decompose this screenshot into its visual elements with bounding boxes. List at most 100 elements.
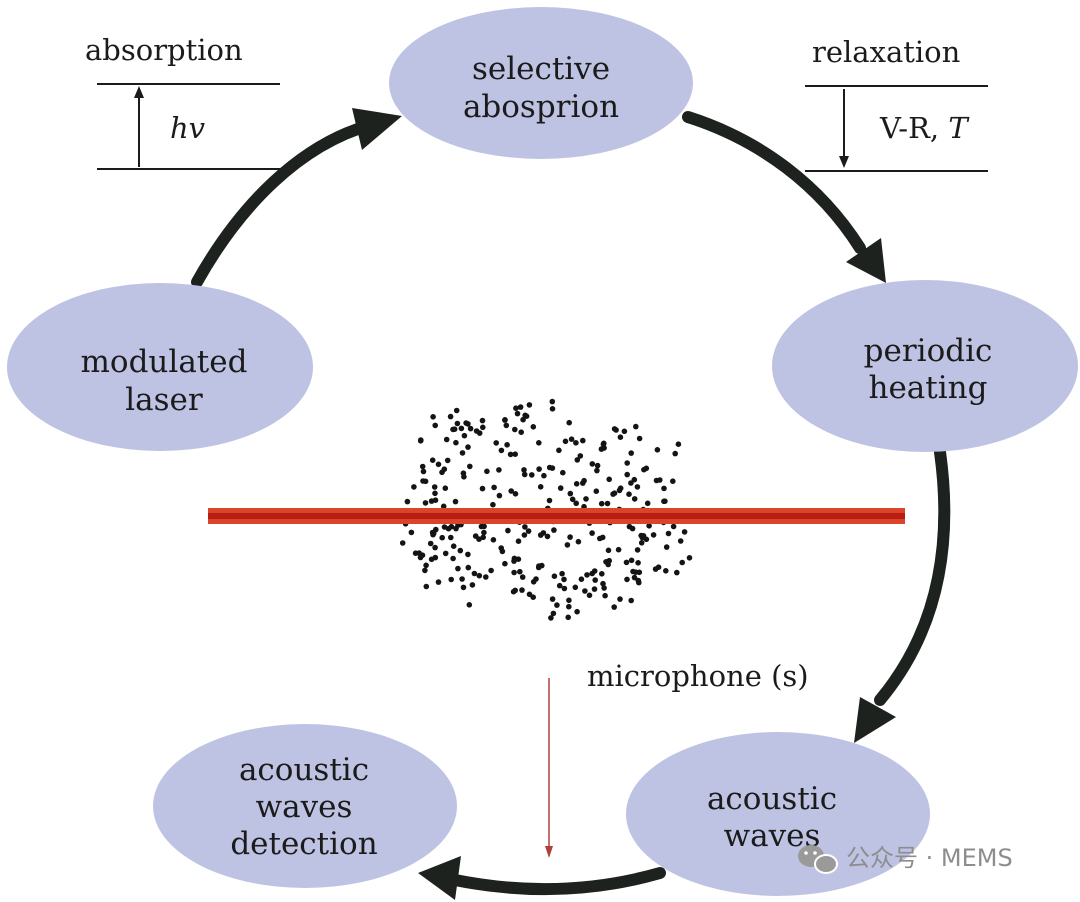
gas-molecule: [512, 451, 518, 458]
gas-molecule: [517, 404, 524, 410]
gas-molecule: [551, 527, 557, 533]
gas-molecule: [611, 490, 618, 497]
gas-molecule: [518, 429, 524, 436]
gas-molecule: [566, 597, 572, 604]
gas-molecule: [670, 478, 676, 485]
gas-molecule: [521, 471, 528, 478]
gas-molecule: [556, 447, 562, 454]
gas-molecule: [569, 496, 576, 503]
node-acoustic-waves-detection-line-1: acoustic: [239, 752, 369, 788]
gas-molecule: [526, 591, 533, 598]
gas-molecule: [450, 543, 457, 549]
gas-molecule: [551, 573, 558, 579]
gas-molecule: [624, 576, 630, 583]
gas-molecule: [499, 548, 506, 555]
gas-molecule: [550, 610, 557, 617]
gas-molecule: [639, 534, 646, 541]
gas-molecule: [679, 559, 685, 566]
gas-molecule: [663, 544, 670, 550]
gas-molecule: [469, 582, 476, 588]
gas-molecule: [554, 602, 560, 608]
gas-molecule: [443, 436, 450, 443]
relaxation-title: relaxation: [812, 35, 960, 69]
gas-molecule: [467, 425, 474, 432]
node-modulated-laser: modulated laser: [7, 283, 313, 451]
gas-molecule: [454, 420, 461, 427]
absorption-arrowhead: [134, 86, 144, 98]
gas-molecule: [589, 530, 595, 536]
gas-molecule: [589, 570, 595, 577]
gas-molecule: [634, 547, 641, 553]
gas-molecule: [561, 585, 568, 592]
gas-molecule: [450, 555, 456, 562]
gas-molecule: [628, 557, 635, 564]
gas-molecule: [507, 451, 514, 458]
gas-molecule: [629, 525, 636, 532]
gas-molecule: [491, 484, 497, 491]
gas-molecule: [686, 555, 693, 561]
gas-molecule: [431, 484, 438, 490]
gas-molecule: [544, 533, 551, 540]
gas-molecule: [537, 532, 544, 538]
gas-molecule: [591, 586, 598, 592]
gas-molecule: [594, 467, 600, 474]
gas-molecule: [471, 570, 478, 577]
gas-molecule: [624, 471, 630, 478]
gas-molecule: [432, 490, 438, 497]
arrowhead-heating: [846, 238, 886, 283]
gas-molecule: [419, 463, 426, 470]
gas-molecule: [453, 407, 460, 414]
gas-molecule: [490, 537, 497, 543]
gas-molecule: [549, 406, 556, 412]
gas-molecule: [476, 536, 482, 542]
gas-molecule: [537, 484, 544, 490]
gas-molecule: [594, 462, 601, 469]
gas-molecule: [432, 544, 438, 551]
gas-molecule: [533, 576, 539, 582]
arc-laser-to-absorption: [191, 119, 376, 288]
gas-molecule: [448, 534, 454, 541]
gas-molecule: [423, 583, 430, 590]
gas-molecule: [674, 569, 680, 576]
gas-molecule: [560, 469, 566, 476]
gas-molecule: [460, 584, 467, 591]
gas-molecule: [521, 467, 527, 473]
gas-molecule: [567, 534, 573, 540]
gas-molecule: [598, 500, 605, 507]
node-acoustic-waves-detection-line-2: waves: [256, 789, 353, 825]
gas-molecule: [677, 538, 684, 544]
gas-molecule: [435, 579, 442, 585]
gas-molecule: [526, 402, 533, 408]
gas-molecule: [484, 468, 490, 475]
gas-molecule: [428, 556, 435, 563]
gas-molecule: [418, 437, 424, 443]
gas-molecule: [412, 550, 419, 556]
gas-molecule: [503, 422, 510, 429]
gas-molecule: [460, 470, 467, 477]
absorption-title: absorption: [85, 33, 243, 67]
gas-molecule: [573, 440, 579, 446]
gas-molecule: [465, 564, 472, 571]
gas-molecule: [568, 436, 575, 443]
gas-molecule: [561, 576, 567, 583]
relaxation-label: V-R, T: [879, 111, 970, 145]
gas-molecule: [626, 491, 632, 498]
gas-molecule: [525, 528, 532, 534]
gas-molecule: [511, 569, 517, 576]
gas-molecule: [483, 574, 489, 580]
gas-molecule: [589, 461, 596, 467]
gas-molecule: [529, 472, 535, 478]
gas-molecule: [498, 447, 505, 454]
gas-molecule: [429, 529, 436, 536]
arrowhead-detection: [418, 856, 461, 900]
gas-molecule: [616, 487, 623, 494]
gas-molecule: [440, 503, 447, 510]
gas-molecule: [522, 524, 528, 530]
gas-molecule: [458, 425, 465, 432]
gas-molecule: [478, 523, 485, 530]
gas-molecule: [496, 467, 502, 473]
gas-molecule: [655, 564, 662, 570]
gas-molecule: [411, 484, 417, 490]
gas-molecule: [599, 571, 605, 577]
gas-molecule: [611, 604, 617, 610]
